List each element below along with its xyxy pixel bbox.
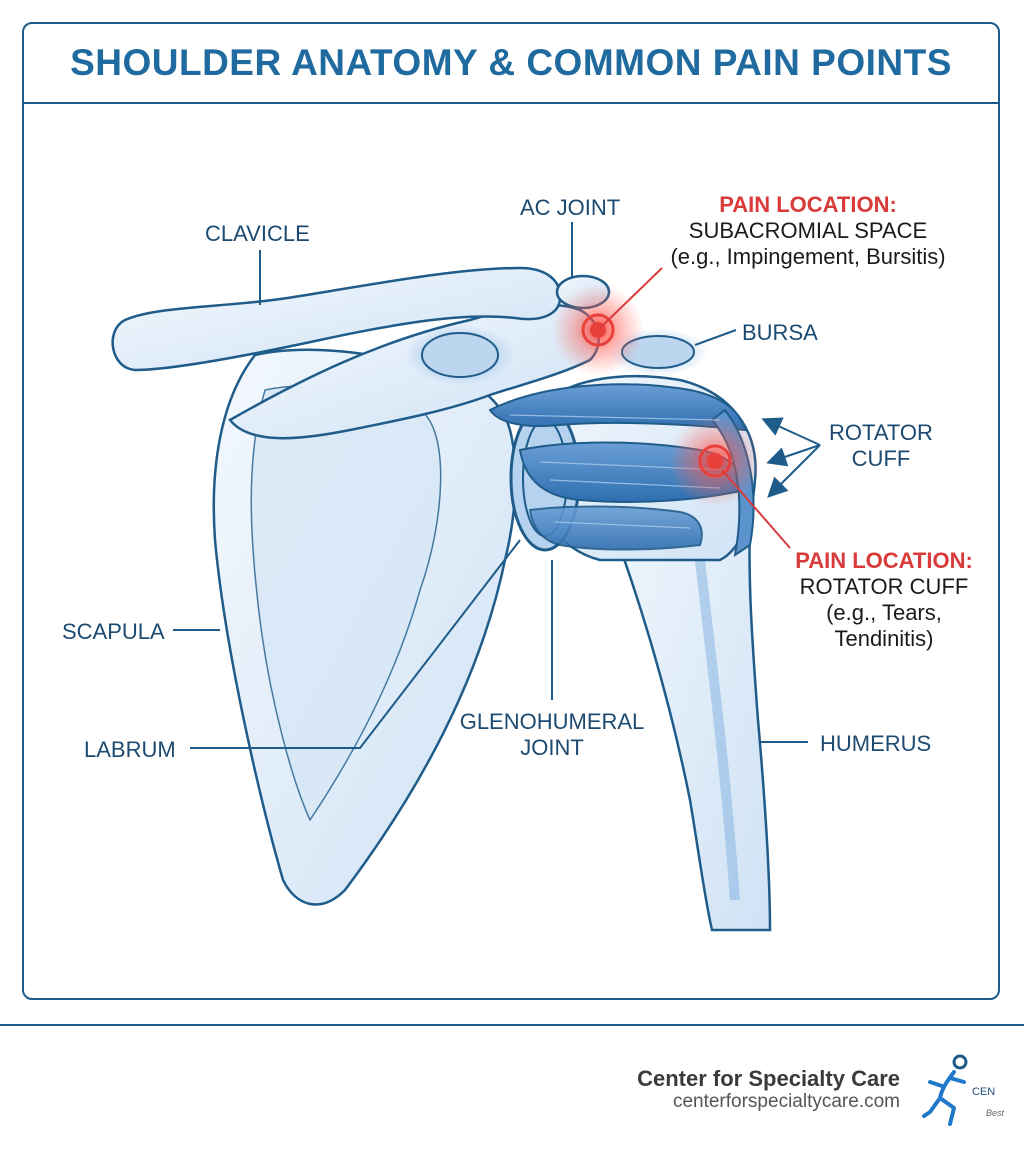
shoulder-diagram (111, 222, 821, 932)
pain-callout-subacromial-line2: (e.g., Impingement, Bursitis) (670, 244, 946, 269)
pain-callout-rotator-line2: (e.g., Tears, (826, 600, 942, 625)
leader-lines (173, 222, 821, 749)
brand-logo: CEN Best (920, 1052, 1024, 1132)
pain-callout-subacromial-line1: SUBACROMIAL SPACE (688, 218, 928, 243)
pain-point-rotator-cuff (698, 444, 732, 478)
page-title: SHOULDER ANATOMY & COMMON PAIN POINTS (70, 42, 952, 83)
label-ac-joint: AC JOINT (520, 195, 621, 220)
label-glenohumeral-line2: JOINT (520, 735, 584, 760)
footer-divider (0, 1024, 1024, 1026)
logo-text-fragment: CEN (972, 1086, 996, 1098)
pain-point-subacromial (581, 313, 615, 347)
title-bar: SHOULDER ANATOMY & COMMON PAIN POINTS (24, 24, 998, 104)
pain-leader-lines (599, 267, 791, 549)
label-glenohumeral-joint: GLENOHUMERAL JOINT (452, 709, 652, 761)
pain-callout-rotator-cuff: PAIN LOCATION: ROTATOR CUFF (e.g., Tears… (774, 548, 994, 652)
label-clavicle: CLAVICLE (205, 221, 310, 246)
label-humerus: HUMERUS (820, 731, 932, 756)
label-labrum: LABRUM (84, 737, 176, 762)
runner-logo-icon (922, 1054, 968, 1126)
label-rotator-cuff: ROTATOR CUFF (826, 420, 936, 472)
pain-callout-rotator-line3: Tendinitis) (834, 626, 934, 651)
logo-tagline-fragment: Best (986, 1108, 1005, 1118)
pain-callout-subacromial: PAIN LOCATION: SUBACROMIAL SPACE (e.g., … (648, 192, 968, 270)
label-bursa: BURSA (742, 320, 818, 345)
label-rotator-cuff-line2: CUFF (851, 446, 911, 471)
clavicle-bone (111, 266, 562, 372)
bursa-left (421, 332, 499, 378)
brand-url[interactable]: centerforspecialtycare.com (672, 1091, 900, 1112)
label-glenohumeral-line1: GLENOHUMERAL (459, 709, 645, 734)
pain-callout-subacromial-heading: PAIN LOCATION: (719, 192, 897, 217)
pain-callout-rotator-line1: ROTATOR CUFF (799, 574, 969, 599)
label-rotator-cuff-line1: ROTATOR (829, 420, 933, 445)
rotator-cuff-lower (528, 505, 703, 551)
label-scapula: SCAPULA (62, 619, 165, 644)
pain-callout-rotator-heading: PAIN LOCATION: (795, 548, 973, 573)
brand-name: Center for Specialty Care (637, 1066, 900, 1091)
